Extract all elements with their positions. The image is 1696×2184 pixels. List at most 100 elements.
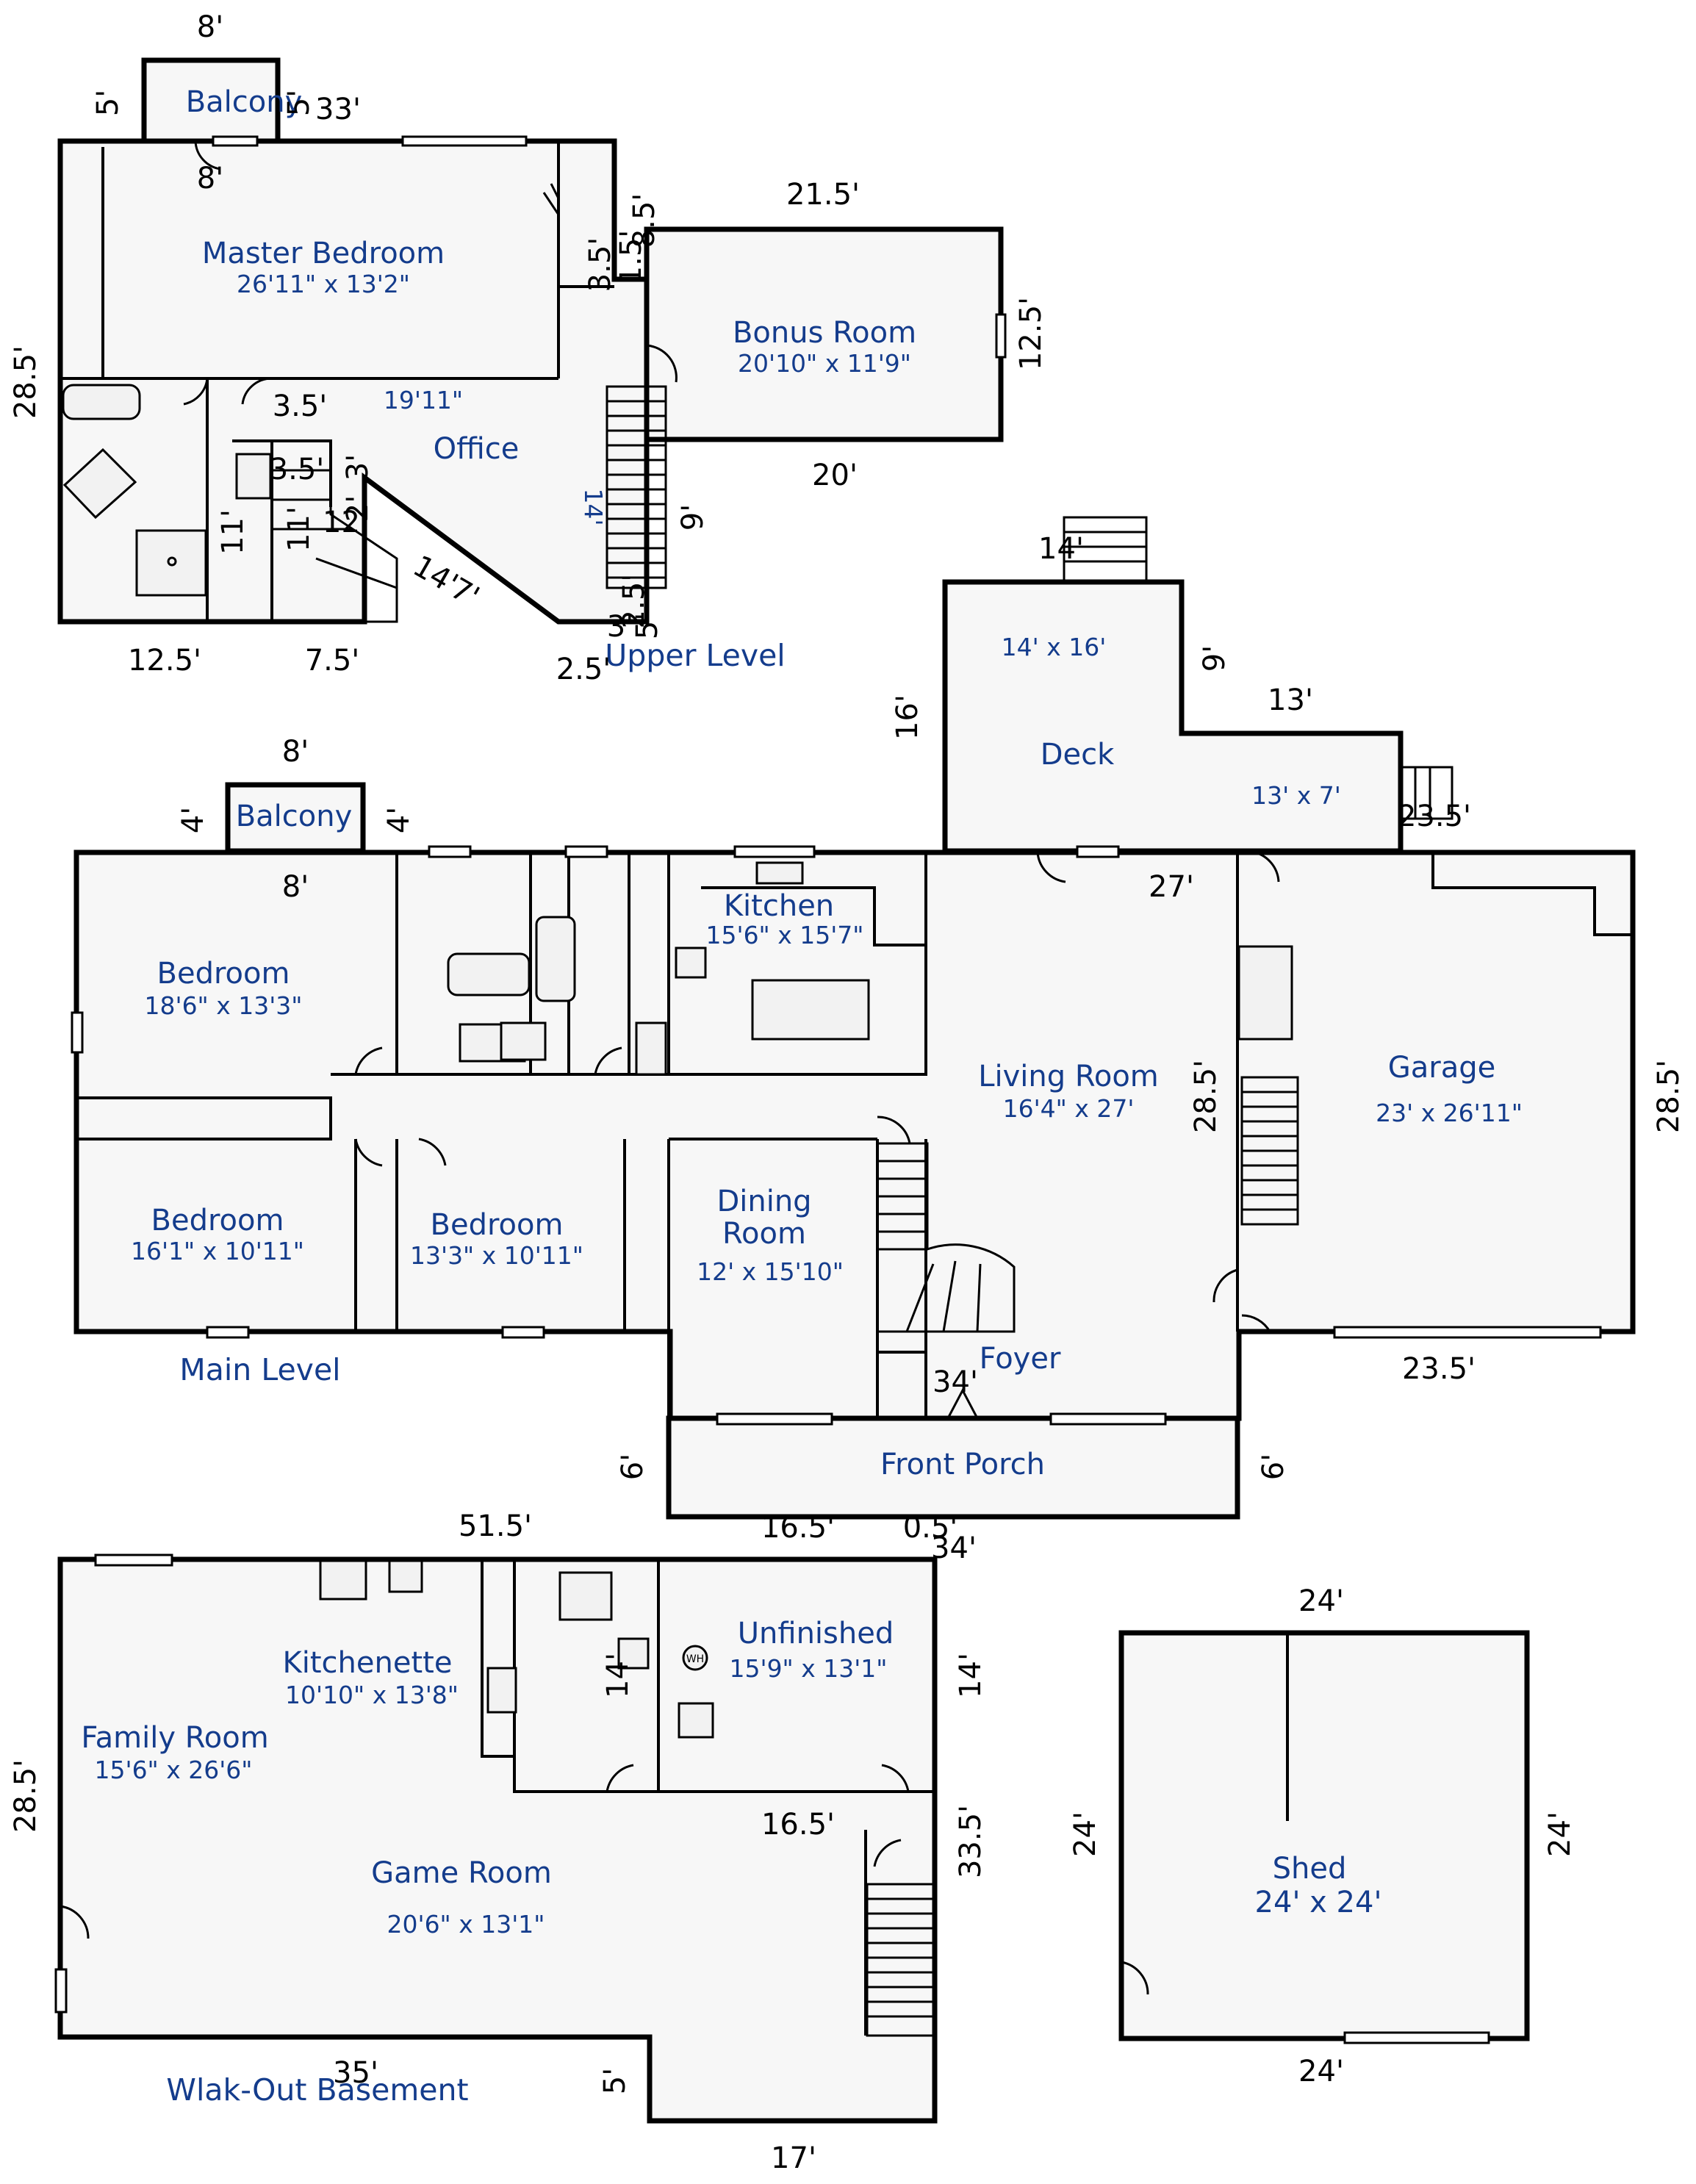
dim-upper-11b: 11'	[282, 506, 316, 552]
basement-counter	[319, 1559, 367, 1601]
dim-main-285-right: 28.5'	[1652, 1060, 1686, 1133]
dining-room-size: 12' x 15'10"	[697, 1257, 844, 1286]
main-window-5	[71, 1011, 84, 1054]
deck-label: Deck	[1041, 738, 1115, 772]
dim-porch-right: 6'	[1257, 1454, 1290, 1480]
main-door-1	[354, 1046, 383, 1075]
dim-upper-35b: 3.5'	[270, 453, 325, 486]
master-bedroom-size: 26'11" x 13'2"	[237, 270, 410, 298]
dim-upper-bottom-mid: 7.5'	[305, 644, 360, 678]
kitchen-island	[751, 979, 870, 1041]
kitchen-size: 15'6" x 15'7"	[706, 921, 864, 949]
deck-size: 14' x 16'	[1002, 633, 1107, 661]
dim-shed-top: 24'	[1298, 1584, 1344, 1618]
basement-stairs	[866, 1883, 935, 2037]
office-label: Office	[434, 432, 520, 466]
fireplace	[1237, 945, 1293, 1041]
dim-main-balcony-left: 4'	[176, 807, 210, 833]
main-window-2	[564, 845, 608, 858]
dim-upper-15: 1.5'	[614, 230, 648, 285]
living-room-size: 16'4" x 27'	[1003, 1094, 1135, 1123]
dim-shed-bottom: 24'	[1298, 2055, 1344, 2088]
main-window-7	[501, 1326, 545, 1339]
dim-main-235-bottom: 23.5'	[1402, 1352, 1476, 1386]
dim-basement-5: 5'	[598, 2068, 632, 2094]
deck-door	[1036, 852, 1066, 883]
master-bedroom-interior-wall	[60, 140, 614, 380]
game-room-size: 20'6" x 13'1"	[387, 1910, 545, 1939]
main-door-2	[354, 1138, 383, 1167]
upper-sink	[235, 453, 272, 500]
kitchen-pantry	[635, 1021, 667, 1076]
kitchen-sink	[755, 861, 804, 885]
dim-porch-165: 16.5'	[761, 1511, 835, 1545]
dim-upper-balcony-right: 5'	[282, 90, 316, 116]
dim-deck-left: 16'	[891, 694, 924, 740]
water-heater-icon	[682, 1645, 708, 1671]
dining-room-label-1: Dining	[716, 1185, 811, 1218]
basement-window-1	[94, 1553, 173, 1567]
dim-basement-35: 35'	[333, 2056, 378, 2090]
shed-window	[1343, 2031, 1490, 2044]
kitchenette-size: 10'10" x 13'8"	[285, 1681, 459, 1709]
basement-box	[678, 1702, 714, 1739]
shed-label: Shed	[1273, 1852, 1347, 1886]
laundry-fixture-2	[500, 1021, 547, 1061]
master-bedroom-label: Master Bedroom	[202, 237, 445, 270]
dim-upper-3b: 3'	[607, 610, 633, 644]
deck-walls	[942, 579, 1404, 854]
dim-main-balcony-top: 8'	[282, 735, 309, 769]
bonus-room-size: 20'10" x 11'9"	[738, 349, 911, 378]
dim-upper-25: 2.5'	[617, 574, 651, 629]
shed-size: 24' x 24'	[1255, 1886, 1382, 1919]
main-bedroom-walls	[354, 1139, 926, 1418]
dim-porch-05: 0.5'	[903, 1511, 958, 1545]
dim-upper-bottom-right: 2.5'	[556, 653, 611, 686]
front-porch-label: Front Porch	[880, 1448, 1045, 1481]
dim-upper-5: 5'	[630, 613, 664, 639]
main-balcony-label: Balcony	[236, 800, 353, 833]
office-size: 19'11"	[384, 386, 463, 414]
foyer-label: Foyer	[980, 1342, 1061, 1376]
shed-plan: Shed 24' x 24' 24' 24' 24' 24'	[1068, 1584, 1577, 2088]
main-stairs	[876, 1142, 1016, 1333]
basement-window-2	[54, 1968, 68, 2014]
dim-basement-14b: 14'	[954, 1653, 988, 1698]
dim-basement-left: 28.5'	[9, 1759, 43, 1833]
main-bathtub	[447, 952, 531, 996]
dim-bonus-top: 21.5'	[786, 178, 860, 212]
dim-basement-top: 51.5'	[459, 1509, 532, 1543]
kitchen-garage-walls	[701, 852, 1633, 1332]
main-window-6	[206, 1326, 250, 1339]
basement-shower	[558, 1571, 613, 1621]
main-window-1	[428, 845, 472, 858]
garage-door	[1333, 1326, 1602, 1339]
living-room-label: Living Room	[978, 1060, 1159, 1093]
dim-main-balcony-right: 4'	[382, 807, 416, 833]
main-window-4	[1076, 845, 1120, 858]
dim-deck-235: 23.5'	[1398, 800, 1471, 833]
upper-door-4	[646, 344, 678, 383]
dim-bonus-right: 12.5'	[1014, 297, 1048, 370]
dim-upper-9: 9'	[676, 504, 710, 531]
water-heater-label: WH	[686, 1653, 704, 1665]
dim-upper-balcony-left: 5'	[91, 90, 125, 116]
kitchen-label: Kitchen	[724, 889, 834, 923]
family-room-label: Family Room	[81, 1721, 268, 1755]
dim-deck-13: 13'	[1268, 683, 1313, 717]
garage-deck-door	[1254, 851, 1280, 883]
main-window-3	[733, 845, 816, 858]
bonus-window	[995, 313, 1007, 359]
dim-basement-165: 16.5'	[761, 1808, 835, 1842]
game-room-label: Game Room	[371, 1856, 552, 1890]
dim-main-34a: 34'	[933, 1365, 978, 1399]
dim-deck-9: 9'	[1198, 645, 1232, 672]
dim-upper-balcony-top: 8'	[197, 10, 223, 44]
dim-basement-335: 33.5'	[954, 1805, 988, 1878]
upper-window-2	[401, 135, 528, 147]
upper-stairs-right	[606, 385, 667, 589]
basement-door-3	[881, 1764, 910, 1792]
bonus-room-walls	[644, 226, 1004, 442]
basement-door-2	[606, 1764, 634, 1792]
dim-shed-left: 24'	[1068, 1811, 1102, 1857]
